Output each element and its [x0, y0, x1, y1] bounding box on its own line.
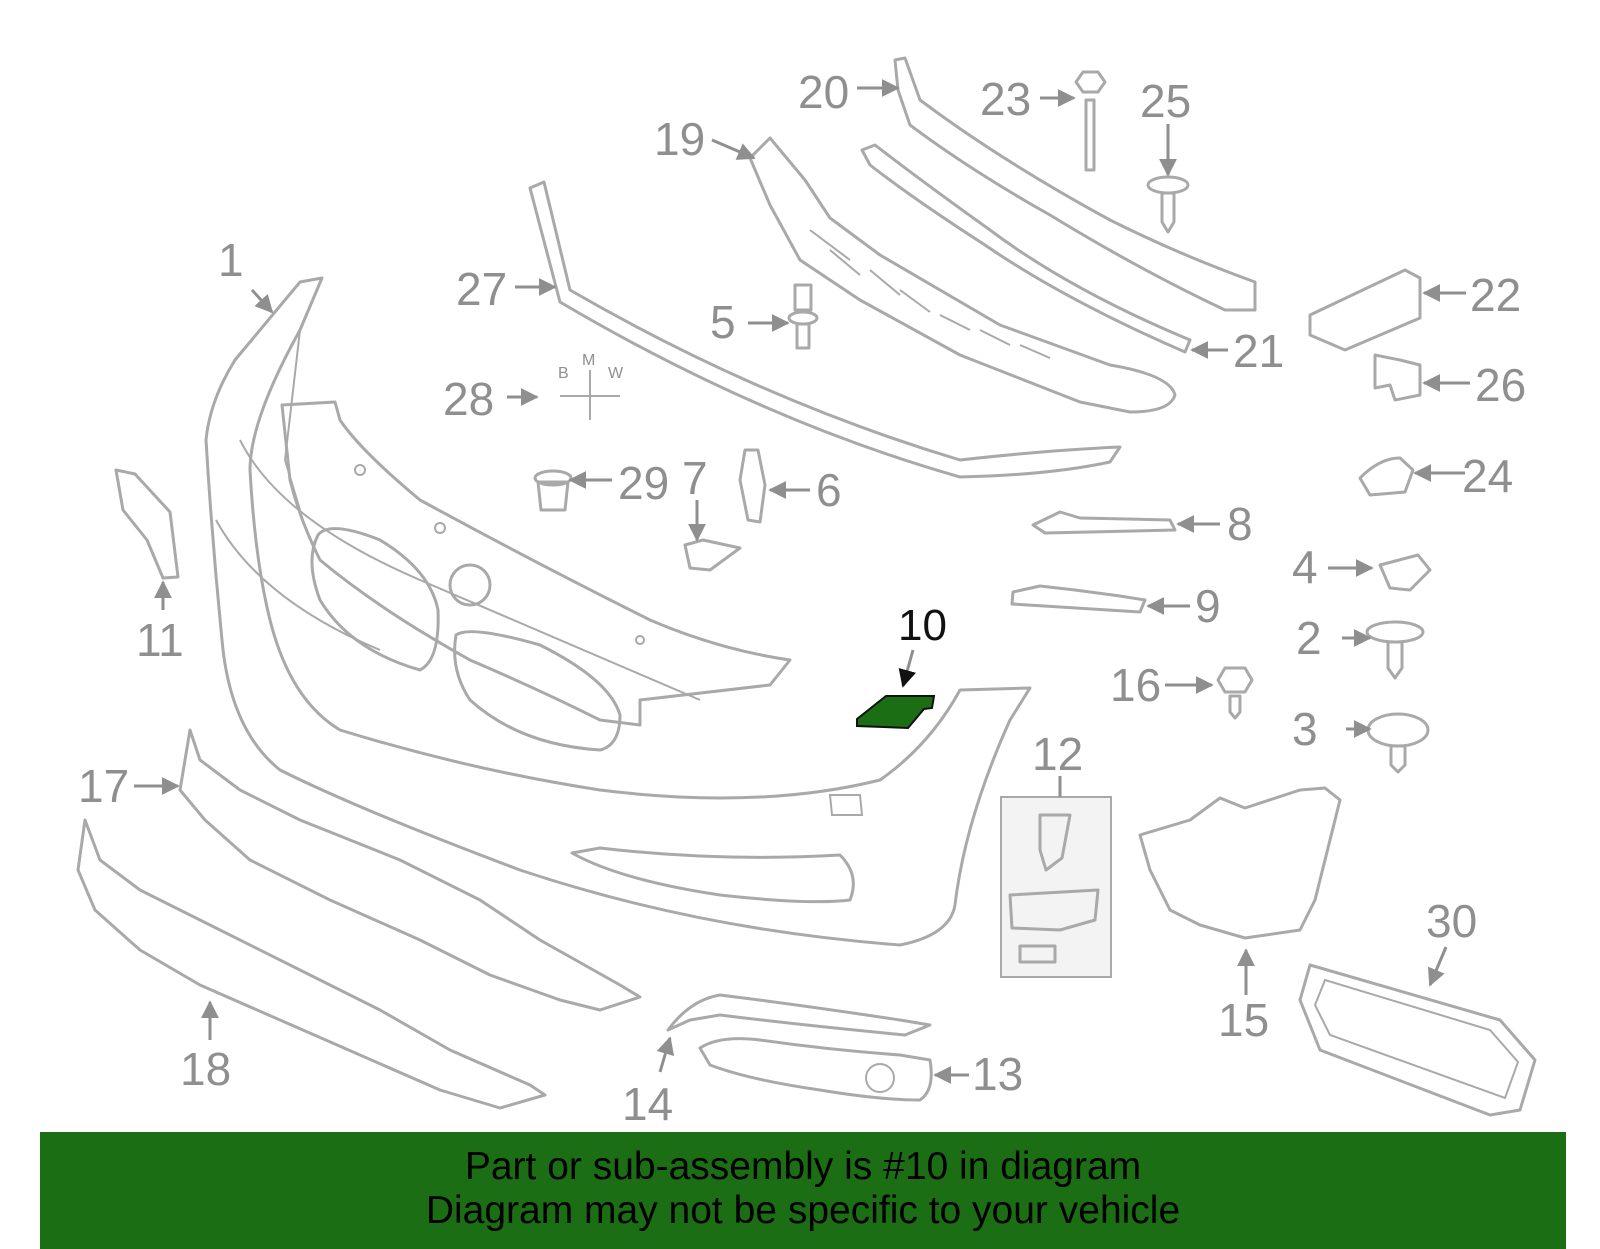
bracket-26: [1373, 353, 1422, 402]
lower-support-18: [76, 818, 547, 1110]
energy-absorber: [748, 136, 1177, 414]
trim-14: [666, 993, 932, 1037]
trim-9: [1010, 584, 1147, 614]
side-cover-11: [114, 468, 180, 580]
part-kit-12: [1000, 796, 1112, 978]
callout-4: 4: [1292, 541, 1318, 593]
callout-21: 21: [1233, 325, 1284, 377]
bolt-23: [1074, 70, 1107, 172]
callout-27: 27: [456, 263, 507, 315]
bracket-strip: [860, 143, 1192, 354]
screw-25: [1146, 175, 1190, 234]
clip-24: [1358, 456, 1415, 497]
callout-14: 14: [622, 1078, 673, 1130]
emblem-letter-w: W: [608, 365, 624, 382]
callout-22: 22: [1470, 269, 1521, 321]
callout-7: 7: [682, 452, 708, 504]
lower-support-17: [178, 728, 642, 1012]
bmw-emblem: [560, 370, 620, 420]
callout-17: 17: [78, 760, 129, 812]
callout-30: 30: [1426, 895, 1477, 947]
trim-strip: [528, 180, 1122, 479]
leader-lines: [134, 79, 1470, 1084]
grommet-29: [533, 469, 573, 512]
screw-3: [1366, 712, 1430, 774]
callout-19: 19: [654, 113, 705, 165]
banner-line-1: Part or sub-assembly is #10 in diagram: [464, 1145, 1142, 1188]
callout-23: 23: [980, 73, 1031, 125]
fog-grille-13: [698, 1037, 933, 1102]
callout-29: 29: [618, 457, 669, 509]
callout-9: 9: [1195, 580, 1221, 632]
bracket-7: [683, 538, 742, 572]
trim-8: [1031, 510, 1177, 535]
bracket-6: [738, 448, 767, 524]
callout-1: 1: [218, 234, 244, 286]
callout-16: 16: [1110, 659, 1161, 711]
callout-8: 8: [1227, 498, 1253, 550]
bracket-15: [1138, 786, 1342, 940]
push-pin-5: [787, 283, 819, 350]
callout-24: 24: [1462, 450, 1513, 502]
emblem-letter-b: B: [558, 365, 569, 382]
callout-3: 3: [1292, 703, 1318, 755]
banner-line-2: Diagram may not be specific to your vehi…: [425, 1189, 1181, 1232]
highlighted-part-10[interactable]: [856, 695, 936, 730]
callout-12: 12: [1032, 728, 1083, 780]
callout-2: 2: [1296, 612, 1322, 664]
callout-26: 26: [1475, 359, 1526, 411]
callout-11: 11: [136, 614, 184, 666]
callout-5: 5: [710, 296, 736, 348]
callout-10: 10: [898, 601, 947, 650]
callout-28: 28: [443, 373, 494, 425]
emblem-letter-m: M: [582, 352, 595, 369]
callout-18: 18: [180, 1043, 231, 1095]
callout-13: 13: [972, 1048, 1023, 1100]
callout-6: 6: [816, 464, 842, 516]
bolt-16: [1216, 666, 1254, 720]
callout-25: 25: [1140, 75, 1191, 127]
bumper-cover: [204, 276, 1032, 947]
callout-20: 20: [798, 66, 849, 118]
nut-4: [1378, 553, 1432, 592]
screw-2: [1365, 620, 1425, 680]
grille-carrier: [280, 400, 792, 727]
frame-30: [1298, 963, 1537, 1117]
reinforcement-bar: [893, 56, 1257, 312]
info-banner: Part or sub-assembly is #10 in diagram D…: [40, 1132, 1566, 1249]
callout-15: 15: [1218, 994, 1269, 1046]
bracket-22: [1308, 268, 1422, 352]
